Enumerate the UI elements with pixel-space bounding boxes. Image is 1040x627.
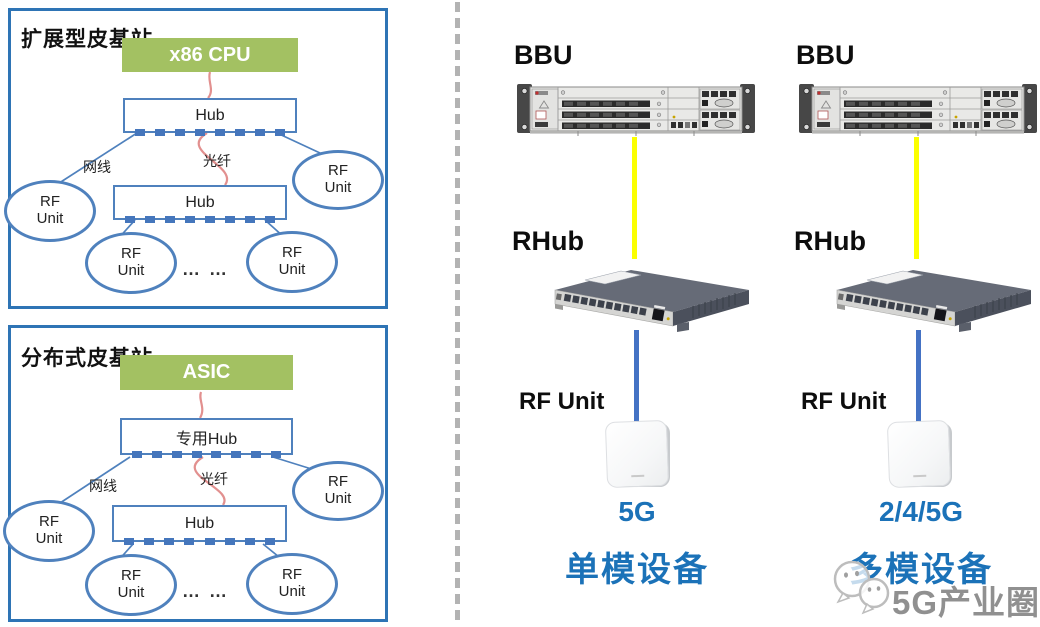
hub-top-label: 专用Hub <box>175 430 238 448</box>
vertical-dashed-divider <box>455 2 460 625</box>
hub-ports <box>135 129 285 136</box>
asic-box: ASIC <box>120 355 293 390</box>
rf-unit-ellipse: RF Unit <box>3 500 95 562</box>
hub-top-label: Hub <box>195 106 225 124</box>
ellipsis-dots: … … <box>182 259 230 279</box>
rf-unit-line2: Unit <box>324 179 352 196</box>
rhub-image <box>836 270 1031 332</box>
rhub-rfunit-link <box>634 330 639 422</box>
rf-unit-line1: RF <box>121 245 141 263</box>
panel-title: 分布式皮基站 <box>21 347 153 370</box>
bbu-label: BBU <box>514 40 573 70</box>
rf-unit-line2: Unit <box>324 490 352 507</box>
rf-unit-line1: RF <box>328 473 348 491</box>
rf-unit-line1: RF <box>282 566 302 584</box>
bbu-image <box>517 84 755 136</box>
rf-unit-line1: RF <box>328 162 348 180</box>
hub-bottom-label: Hub <box>184 514 215 532</box>
hub-bottom-box: Hub <box>112 505 287 545</box>
bbu-rhub-link <box>914 137 919 259</box>
rhub-rfunit-link <box>916 330 921 422</box>
rf-unit-line2: Unit <box>36 210 64 227</box>
rf-unit-ellipse: RF Unit <box>246 553 338 615</box>
rf-unit-label: RF Unit <box>801 388 887 415</box>
rf-unit-ellipse: RF Unit <box>292 150 384 210</box>
fiber-label: 光纤 <box>203 153 231 169</box>
rhub-label: RHub <box>512 226 584 256</box>
rf-unit-line2: Unit <box>278 261 306 278</box>
rf-unit-ellipse: RF Unit <box>85 554 177 616</box>
rf-unit-label: RF Unit <box>519 388 605 415</box>
rf-unit-ellipse: RF Unit <box>4 180 96 242</box>
rf-unit-ellipse: RF Unit <box>246 231 338 293</box>
hub-bottom-label: Hub <box>185 193 215 211</box>
rf-unit-ellipse: RF Unit <box>292 461 384 521</box>
hub-top-box: 专用Hub <box>120 418 293 458</box>
rhub-image <box>554 270 749 332</box>
hub-top-box: Hub <box>123 98 297 136</box>
rf-unit-line2: Unit <box>117 262 145 279</box>
device-type-label: 单模设备 <box>565 551 709 589</box>
watermark-text: 5G产业圈 <box>892 584 1040 621</box>
hub-ports <box>125 216 275 223</box>
rf-unit-line2: Unit <box>278 583 306 600</box>
fiber-label: 光纤 <box>200 471 228 487</box>
generation-label: 5G <box>618 496 656 527</box>
rf-unit-line1: RF <box>121 567 141 585</box>
cable-label: 网线 <box>83 159 111 175</box>
bbu-label: BBU <box>796 40 855 70</box>
rf-unit-line2: Unit <box>117 584 145 601</box>
rf-unit-ellipse: RF Unit <box>85 232 177 294</box>
cpu-box: x86 CPU <box>122 38 298 72</box>
panel-title: 扩展型皮基站 <box>21 28 153 51</box>
panel-extended-picocell: 扩展型皮基站 x86 CPU Hub Hub RF Unit RF Unit R… <box>4 8 388 309</box>
bbu-rhub-link <box>632 137 637 259</box>
rf-unit-line1: RF <box>39 513 59 531</box>
rf-unit-line1: RF <box>282 244 302 262</box>
rhub-label: RHub <box>794 226 866 256</box>
rf-unit-line2: Unit <box>35 530 63 547</box>
bbu-image <box>799 84 1037 136</box>
panel-distributed-picocell: 分布式皮基站 ASIC 专用Hub Hub RF Unit RF Unit RF… <box>3 325 388 622</box>
hub-bottom-box: Hub <box>113 185 287 223</box>
chat-bubbles-icon <box>833 560 890 615</box>
rf-unit-image <box>604 419 672 491</box>
rf-unit-image <box>886 419 954 491</box>
hub-ports <box>132 451 281 458</box>
rf-unit-line1: RF <box>40 193 60 211</box>
generation-label: 2/4/5G <box>878 496 964 527</box>
cable-label: 网线 <box>89 478 117 494</box>
ellipsis-dots: … … <box>182 581 230 601</box>
hub-ports <box>124 538 275 545</box>
